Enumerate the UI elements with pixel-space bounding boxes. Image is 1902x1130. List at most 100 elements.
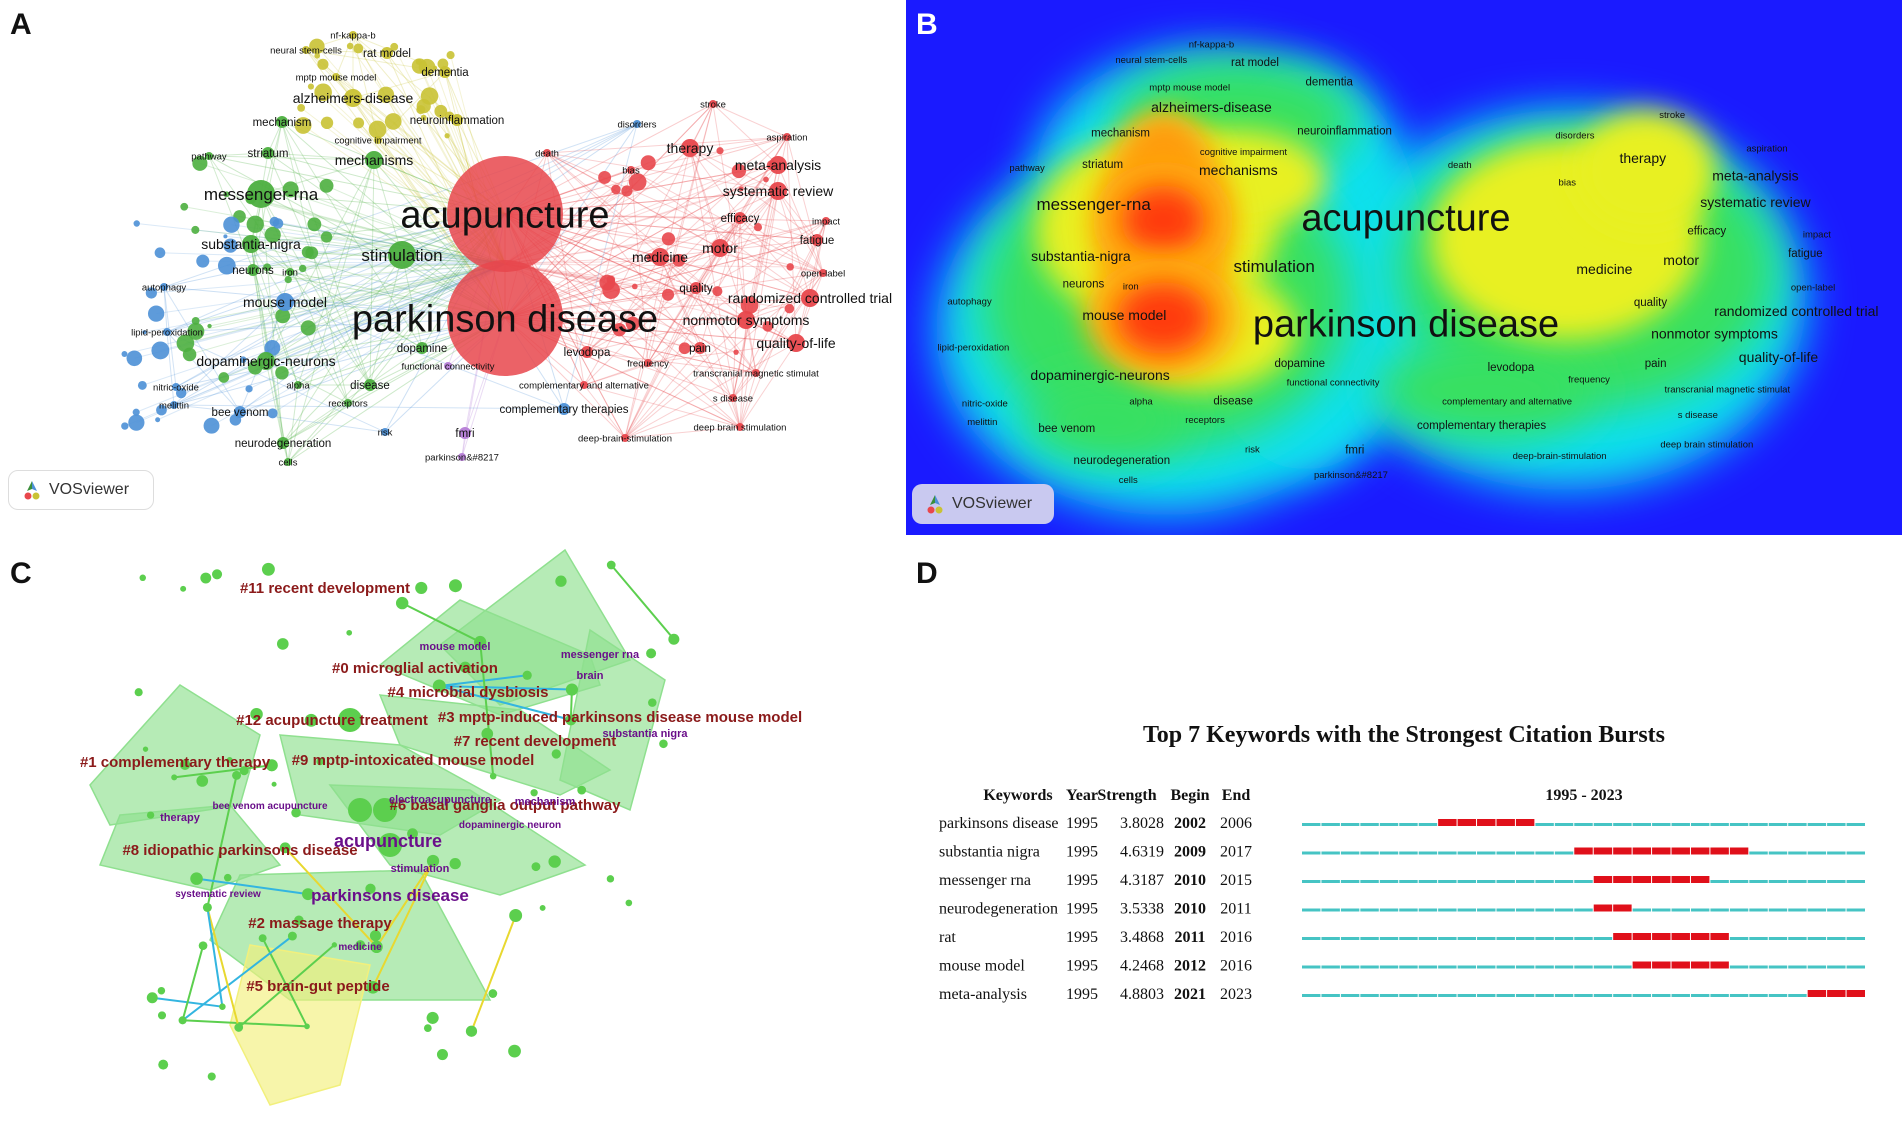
cluster-node	[223, 873, 232, 882]
burst-segment	[1729, 965, 1749, 969]
network-node-meta-analysis	[769, 156, 787, 174]
burst-segment	[1827, 880, 1846, 883]
burst-segment	[1574, 880, 1593, 883]
burst-segment	[1554, 937, 1574, 940]
network-node	[154, 247, 166, 259]
cluster-node	[565, 714, 577, 726]
network-edge	[777, 190, 818, 241]
network-edge	[166, 213, 506, 333]
network-node	[267, 408, 278, 419]
network-edge	[282, 263, 506, 317]
network-edge	[504, 226, 759, 265]
network-edge	[719, 220, 827, 249]
burst-segment	[1438, 908, 1457, 912]
network-label-substantia-nigra: substantia-nigra	[201, 236, 301, 252]
network-node-autophagy	[160, 283, 168, 291]
cluster-node	[539, 904, 546, 911]
burst-begin: 2010	[1174, 901, 1206, 918]
cluster-keyword-parkinsons-disease: parkinsons disease	[311, 886, 469, 905]
network-edge	[809, 220, 827, 299]
network-edge	[282, 402, 349, 444]
network-label-s-disease: s disease	[713, 393, 753, 404]
network-edge	[260, 193, 284, 444]
cluster-node	[196, 775, 209, 787]
cluster-node	[158, 1059, 169, 1070]
burst-segment	[1340, 994, 1360, 997]
density-label-levodopa: levodopa	[1488, 362, 1535, 374]
network-edge	[287, 159, 375, 463]
network-node	[142, 330, 147, 335]
network-edge	[161, 263, 506, 411]
density-blob	[1376, 340, 1596, 440]
network-edge	[239, 215, 506, 265]
network-node	[712, 286, 723, 297]
network-node	[145, 287, 157, 299]
burst-segment	[1457, 994, 1477, 997]
burst-segment	[1768, 937, 1788, 940]
network-edge	[624, 272, 824, 439]
network-node	[353, 43, 364, 54]
burst-end: 2006	[1220, 815, 1252, 832]
cluster-node	[365, 883, 376, 894]
burst-segment	[1418, 823, 1438, 826]
network-label-neuroinflammation: neuroinflammation	[410, 115, 505, 127]
cluster-node	[198, 941, 208, 951]
burst-segment-active	[1671, 876, 1690, 883]
burst-segment	[1477, 965, 1496, 969]
burst-keyword: rat	[939, 929, 956, 946]
network-node-striatum	[262, 147, 274, 159]
cluster-node	[465, 1025, 478, 1037]
burst-segment	[1438, 965, 1457, 969]
cluster-label-6-basal-ganglia-output-pathway: #6 basal ganglia output pathway	[390, 797, 622, 814]
burst-segment	[1749, 937, 1768, 940]
network-edge	[250, 243, 423, 349]
network-node-melittin	[170, 401, 178, 409]
cluster-link	[174, 764, 272, 779]
burst-segment	[1729, 823, 1749, 826]
cluster-node	[157, 986, 166, 995]
network-label-meta-analysis: meta-analysis	[735, 157, 821, 173]
cluster-label-0-microglial-activation: #0 microglial activation	[332, 660, 498, 677]
cluster-node	[304, 713, 318, 727]
network-edge	[647, 287, 697, 364]
burst-segment	[1379, 851, 1399, 855]
network-node-motor	[711, 239, 729, 257]
cluster-node	[373, 798, 397, 822]
density-label-quality-of-life: quality-of-life	[1739, 349, 1819, 365]
network-label-neurodegeneration: neurodegeneration	[235, 438, 332, 450]
cluster-keyword-mouse-model: mouse model	[420, 641, 491, 653]
network-node	[731, 163, 747, 179]
network-edge	[719, 247, 824, 274]
network-node	[784, 303, 795, 314]
burst-end: 2015	[1220, 872, 1252, 889]
density-label-melittin: melittin	[967, 417, 997, 428]
network-node	[223, 234, 228, 239]
cluster-node	[146, 811, 155, 819]
density-label-cells: cells	[1119, 475, 1138, 486]
burst-timeline	[1302, 933, 1865, 940]
network-label-mouse-model: mouse model	[243, 294, 327, 310]
burst-segment	[1321, 994, 1340, 997]
network-label-transcranial-magnetic-stimulat: transcranial magnetic stimulat	[693, 368, 819, 379]
burst-segment	[1340, 851, 1360, 855]
burst-segment	[1671, 908, 1690, 912]
vosviewer-logo-icon	[24, 481, 40, 500]
network-node-parkinson	[458, 453, 466, 461]
density-blob	[1576, 110, 1716, 230]
density-label-motor: motor	[1663, 252, 1699, 268]
cluster-node	[202, 902, 212, 912]
burst-begin: 2021	[1174, 986, 1206, 1003]
burst-segment	[1379, 937, 1399, 940]
density-label-quality: quality	[1634, 297, 1667, 309]
cluster-node	[234, 1023, 244, 1032]
network-edge	[250, 243, 299, 386]
network-edge	[284, 301, 565, 410]
density-label-striatum: striatum	[1082, 159, 1123, 171]
network-node	[661, 232, 676, 246]
network-node-parkinson-disease	[447, 260, 563, 376]
cluster-hull	[229, 944, 371, 1106]
network-edge	[226, 193, 506, 265]
